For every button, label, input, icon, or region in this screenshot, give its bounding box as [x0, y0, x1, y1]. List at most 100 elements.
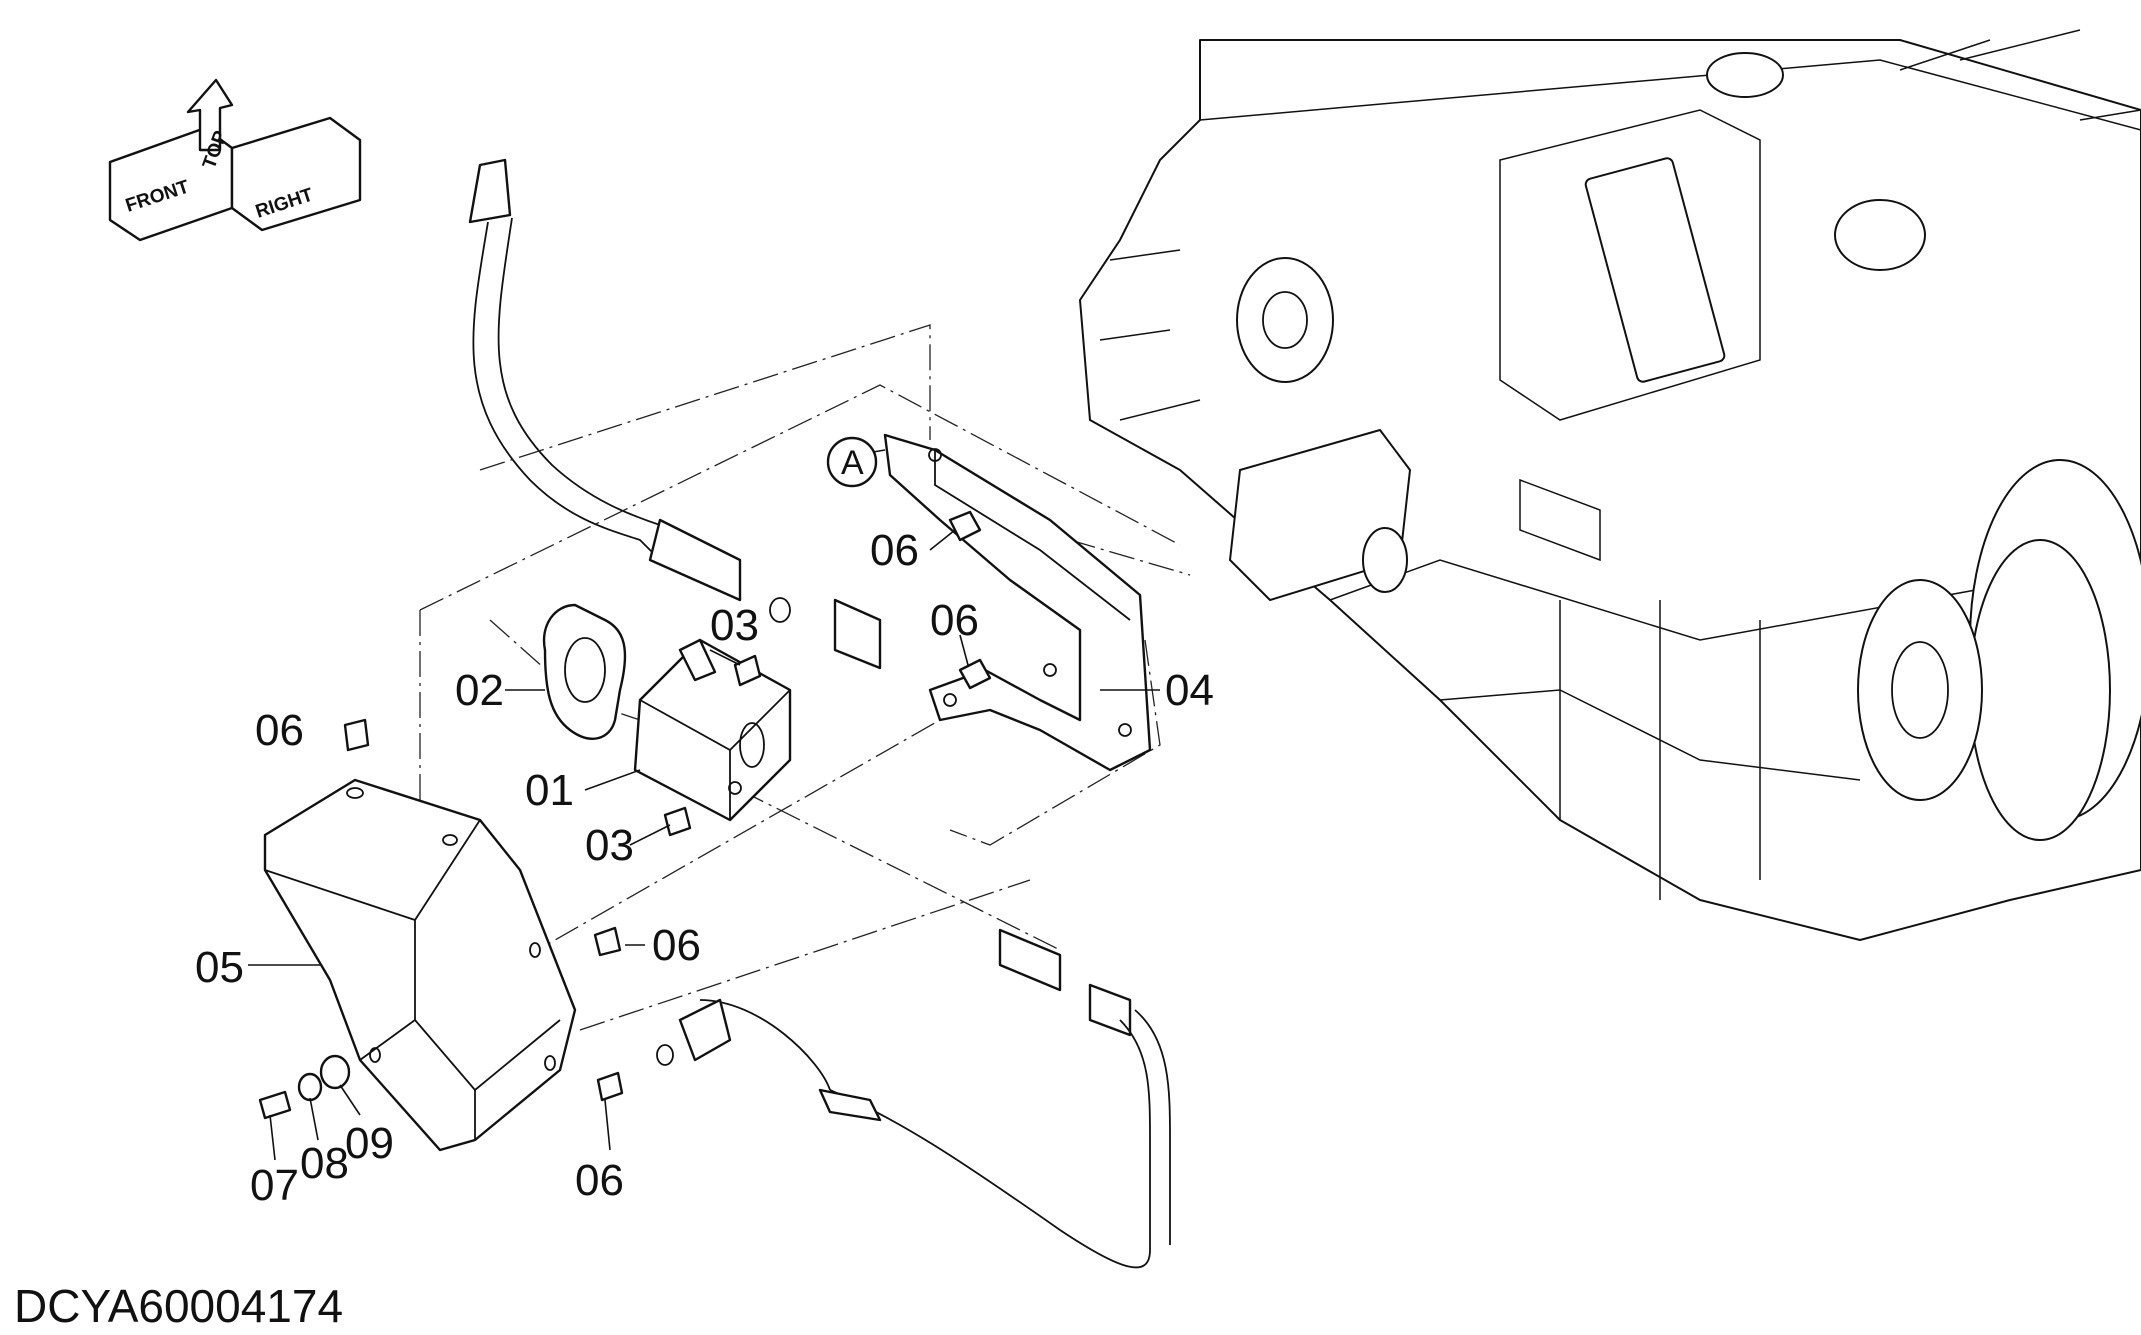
- leader-09: [339, 1084, 361, 1116]
- spring-element: [1519, 478, 1601, 562]
- engine-assembly: [1079, 29, 2141, 941]
- bracket-fold-line: [934, 450, 1131, 621]
- cover-hole-lower: [369, 1047, 381, 1063]
- label-03-upper: 03: [710, 601, 759, 650]
- valve-block-part-01: [633, 638, 792, 822]
- engine-cover-plate: [1584, 157, 1726, 383]
- upper-hose-right-edge: [497, 217, 681, 546]
- cover-hole-right: [442, 834, 458, 846]
- bracket-hole-2: [1043, 663, 1057, 677]
- coolant-cap: [1834, 199, 1926, 271]
- cover-body: [263, 778, 577, 1152]
- label-01: 01: [525, 766, 574, 815]
- leader-06-bracket-mid: [959, 634, 969, 666]
- upper-hose-left-edge: [472, 221, 661, 561]
- assembly-line-4: [949, 639, 1161, 846]
- leader-07: [269, 1114, 276, 1161]
- bolt-06-cover-bottom: [596, 1071, 624, 1102]
- label-03-lower: 03: [585, 821, 634, 870]
- label-06-bracket-mid: 06: [930, 596, 979, 645]
- assembly-line-6: [739, 789, 1061, 951]
- bracket-body: [883, 433, 1152, 772]
- cover-part-05: [263, 778, 577, 1152]
- top-arrow-shape: [186, 78, 234, 152]
- leader-06-cover-bottom: [604, 1099, 611, 1151]
- bolt-07: [258, 1090, 292, 1120]
- engine-valve-cover: [1499, 109, 1761, 421]
- assembly-line-7: [519, 719, 941, 961]
- engine-front-flange-hub: [1262, 291, 1308, 349]
- pulley-hub: [1891, 641, 1949, 739]
- bolt-03-upper: [733, 654, 762, 687]
- label-08: 08: [300, 1139, 349, 1188]
- upper-hose-end-fitting: [648, 518, 742, 602]
- hose-clamp: [818, 1088, 882, 1122]
- pulley-inner: [1857, 579, 1983, 801]
- leader-06-bracket-top: [929, 529, 956, 551]
- lower-hose-end-fitting: [1088, 983, 1132, 1037]
- bolt-06-cover-top: [343, 718, 370, 752]
- label-05: 05: [195, 943, 244, 992]
- adapter-fitting: [833, 598, 882, 670]
- assembly-line-2: [419, 384, 1181, 611]
- bolt-06-bracket-top: [948, 510, 982, 542]
- hoses: [468, 158, 1171, 1269]
- right-arrow-shape: [230, 116, 362, 232]
- gasket-center-hole: [564, 637, 606, 703]
- engine-top-edge: [1199, 59, 2141, 131]
- bracket-part-04: [883, 433, 1152, 772]
- bolt-06-cover-side: [593, 926, 622, 957]
- drawing-code: DCYA60004174: [14, 1280, 343, 1332]
- view-marker-label: A: [841, 444, 864, 482]
- label-06-cover-side: 06: [652, 921, 701, 970]
- label-09: 09: [345, 1119, 394, 1168]
- bolt-03-lower: [663, 806, 692, 837]
- leader-lines: [248, 449, 1160, 1161]
- lower-hose-left-fitting: [678, 998, 732, 1062]
- valve-block-hole: [728, 781, 742, 795]
- view-marker-a: A: [826, 436, 878, 488]
- label-02: 02: [455, 666, 504, 715]
- engine-block-lines: [1559, 600, 1761, 900]
- assembly-line-1: [479, 324, 931, 471]
- pulley-middle: [1969, 539, 2111, 841]
- lower-adapter-fitting: [998, 928, 1062, 992]
- engine-pipes-top: [1899, 29, 2141, 121]
- lower-hose-inner-edge: [1134, 1009, 1171, 1245]
- lower-o-ring: [656, 1044, 674, 1066]
- direction-indicator: FRONT RIGHT TOP: [108, 78, 362, 242]
- upper-o-ring: [769, 597, 791, 623]
- bracket-hole-1: [928, 448, 942, 462]
- washer-09: [319, 1054, 351, 1090]
- gasket-outline: [542, 603, 627, 740]
- engine-front-flange: [1236, 257, 1334, 383]
- engine-housing-lines: [1099, 249, 1201, 421]
- part-labels: 06 06 04 03 02 06 01 03 06 05 09 08 06 0…: [195, 526, 1214, 1210]
- oil-filler-cap: [1706, 52, 1784, 98]
- cover-hole-top: [346, 787, 364, 799]
- valve-block-top-fitting: [678, 638, 717, 682]
- label-06-cover-top: 06: [255, 706, 304, 755]
- hardware: [258, 510, 992, 1120]
- nut-08: [297, 1072, 323, 1102]
- upper-hose-fitting: [468, 158, 512, 224]
- leader-08: [309, 1097, 319, 1141]
- bracket-hole-4: [943, 693, 957, 707]
- starter-end: [1362, 527, 1408, 593]
- cover-hole-bottom: [544, 1055, 556, 1071]
- view-marker-circle: [826, 436, 878, 488]
- leader-03-upper: [709, 649, 741, 666]
- gasket-part-02: [542, 603, 627, 740]
- label-07: 07: [250, 1161, 299, 1210]
- cover-hole-side: [529, 942, 541, 958]
- bolt-06-bracket-mid: [958, 658, 992, 690]
- label-06-cover-bottom: 06: [575, 1156, 624, 1205]
- leader-01: [584, 769, 641, 791]
- assembly-lines: [419, 324, 1191, 1031]
- leader-03-lower: [629, 824, 671, 846]
- engine-oilpan-line: [1439, 689, 1861, 781]
- label-06-bracket-top: 06: [870, 526, 919, 575]
- label-04: 04: [1165, 666, 1214, 715]
- assembly-line-9: [1069, 539, 1191, 576]
